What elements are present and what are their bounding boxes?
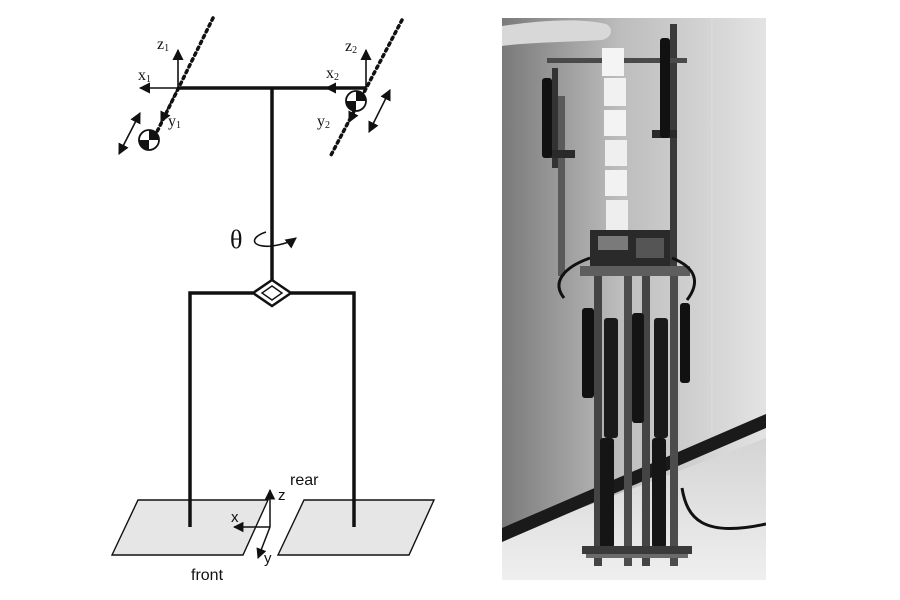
joint-symbol-left <box>138 129 160 151</box>
theta-label: θ <box>230 225 242 254</box>
dotted-axis-left <box>146 16 215 152</box>
ground-z-label: z <box>278 487 286 504</box>
svg-text:z1: z1 <box>157 36 169 54</box>
z2-label: z <box>345 38 352 55</box>
foot-plate-left <box>110 499 270 556</box>
translation-arrow-right <box>368 88 391 134</box>
ground-coordinate-frame: z x y <box>231 487 286 567</box>
joint-symbol-right <box>345 90 367 112</box>
y2-label: y <box>317 113 325 130</box>
robot-photo <box>502 18 766 580</box>
coordinate-frame-2: z2 x2 y2 <box>317 38 372 131</box>
svg-text:x1: x1 <box>138 67 151 85</box>
ground-y-label: y <box>264 550 272 567</box>
y1-label: y <box>168 113 176 130</box>
front-label: front <box>191 567 224 584</box>
coordinate-frame-1: z1 x1 y1 <box>138 36 184 131</box>
rear-label: rear <box>290 472 319 489</box>
svg-text:y1: y1 <box>168 113 181 131</box>
translation-arrow-left <box>118 112 141 155</box>
z1-label: z <box>157 36 164 53</box>
x1-label: x <box>138 67 146 84</box>
svg-text:z2: z2 <box>345 38 357 56</box>
svg-text:x2: x2 <box>326 65 339 83</box>
foot-plate-right <box>276 499 436 556</box>
ground-x-label: x <box>231 509 239 526</box>
x2-label: x <box>326 65 334 82</box>
rotation-arrow <box>253 231 297 249</box>
leg-frame <box>188 291 253 527</box>
svg-text:y2: y2 <box>317 113 330 131</box>
hip-joint-diamond <box>250 278 294 308</box>
